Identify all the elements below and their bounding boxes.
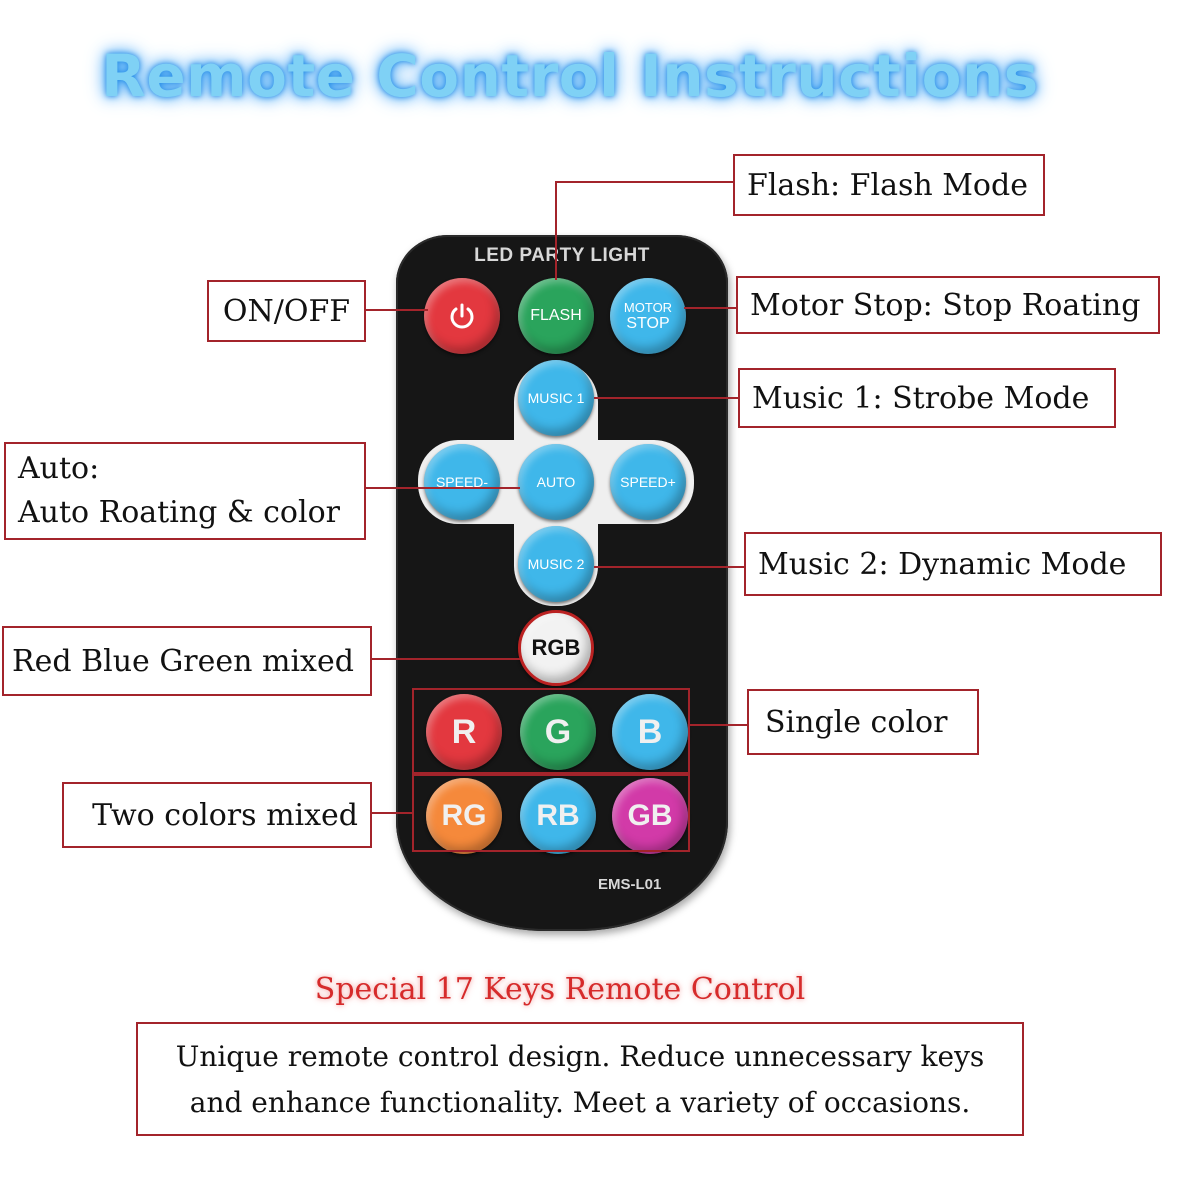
red-green-button-label: RG	[441, 799, 487, 832]
single-color-connector	[690, 724, 748, 726]
rgb-connector	[372, 658, 520, 660]
red-button[interactable]: R	[426, 694, 502, 770]
music1-connector	[594, 397, 738, 399]
power-button[interactable]	[424, 278, 500, 354]
green-button[interactable]: G	[520, 694, 596, 770]
music2-mode-label: Music 2: Dynamic Mode	[744, 532, 1162, 596]
music2-connector	[594, 566, 744, 568]
rgb-button-label: RGB	[531, 635, 581, 660]
single-color-label: Single color	[747, 689, 979, 755]
remote-brand-label: LED PARTY LIGHT	[474, 245, 650, 266]
description-line-2: and enhance functionality. Meet a variet…	[189, 1086, 971, 1119]
two-colors-label: Two colors mixed	[62, 782, 372, 848]
description-box: Unique remote control design. Reduce unn…	[136, 1022, 1024, 1136]
auto-text-line2: Auto Roating & color	[18, 495, 340, 530]
rgb-mixed-text: Red Blue Green mixed	[12, 643, 354, 679]
motor-stop-connector	[684, 307, 736, 309]
page-title: Remote Control Instructions	[101, 42, 1039, 110]
blue-button[interactable]: B	[612, 694, 688, 770]
flash-button-label: FLASH	[530, 307, 582, 324]
music1-text: Music 1: Strobe Mode	[752, 380, 1090, 416]
red-button-label: R	[451, 712, 477, 751]
on-off-label: ON/OFF	[207, 280, 366, 342]
green-button-label: G	[544, 712, 572, 751]
on-off-text: ON/OFF	[222, 293, 351, 329]
speed-minus-button[interactable]: SPEED-	[424, 444, 500, 520]
music2-button-label: MUSIC 2	[527, 556, 585, 572]
single-color-text: Single color	[765, 704, 948, 740]
speed-minus-label: SPEED-	[435, 474, 489, 490]
auto-button[interactable]: AUTO	[518, 444, 594, 520]
speed-plus-button[interactable]: SPEED+	[610, 444, 686, 520]
speed-plus-label: SPEED+	[620, 474, 676, 490]
blue-button-label: B	[637, 712, 663, 751]
music1-button-label: MUSIC 1	[527, 390, 585, 406]
music2-button[interactable]: MUSIC 2	[518, 526, 594, 602]
red-blue-button[interactable]: RB	[520, 778, 596, 854]
auto-text-line1: Auto:	[18, 451, 100, 486]
green-blue-button[interactable]: GB	[612, 778, 688, 854]
green-blue-button-label: GB	[627, 799, 673, 832]
flash-mode-label: Flash: Flash Mode	[733, 154, 1045, 216]
flash-connector-horizontal	[555, 181, 733, 183]
auto-button-label: AUTO	[536, 474, 576, 490]
flash-mode-text: Flash: Flash Mode	[747, 167, 1028, 203]
rgb-button[interactable]: RGB	[518, 610, 594, 686]
on-off-connector	[366, 309, 428, 311]
auto-connector	[366, 487, 520, 489]
music2-text: Music 2: Dynamic Mode	[758, 546, 1127, 582]
flash-button[interactable]: FLASH	[518, 278, 594, 354]
two-colors-group-box	[412, 774, 690, 852]
motor-stop-label-2: STOP	[626, 315, 670, 332]
rgb-mixed-label: Red Blue Green mixed	[2, 626, 372, 696]
flash-connector-vertical	[555, 182, 557, 280]
two-colors-connector	[372, 812, 412, 814]
auto-mode-label: Auto: Auto Roating & color	[4, 442, 366, 540]
music1-button[interactable]: MUSIC 1	[518, 360, 594, 436]
motor-stop-text: Motor Stop: Stop Roating	[750, 287, 1141, 323]
power-icon	[450, 303, 474, 329]
remote-model-label: EMS-L01	[598, 876, 662, 893]
motor-stop-label-1: MOTOR	[623, 300, 673, 315]
red-blue-button-label: RB	[536, 799, 580, 832]
two-colors-text: Two colors mixed	[92, 797, 358, 833]
red-green-button[interactable]: RG	[426, 778, 502, 854]
subtitle: Special 17 Keys Remote Control	[314, 972, 806, 1007]
music1-mode-label: Music 1: Strobe Mode	[738, 368, 1116, 428]
motor-stop-button[interactable]: MOTOR STOP	[610, 278, 686, 354]
motor-stop-mode-label: Motor Stop: Stop Roating	[736, 276, 1160, 334]
single-color-group-box	[412, 688, 690, 774]
description-line-1: Unique remote control design. Reduce unn…	[175, 1040, 985, 1073]
